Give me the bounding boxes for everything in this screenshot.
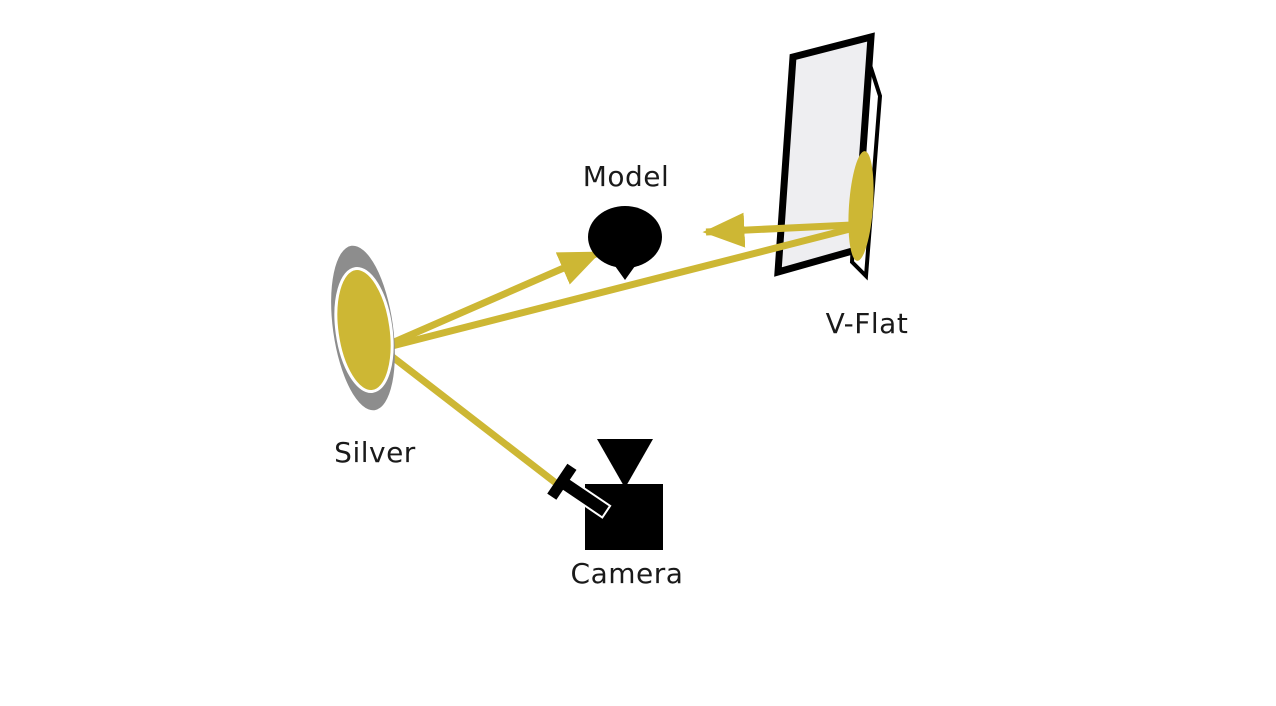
beam-silver-to-camera: [387, 352, 564, 490]
silver-reflector-disc-icon: [331, 245, 395, 411]
beam-vflat-to-model: [702, 212, 853, 248]
label-silver: Silver: [334, 436, 416, 469]
label-vflat: V-Flat: [826, 307, 909, 340]
model-head: [588, 206, 662, 268]
label-model: Model: [583, 160, 670, 193]
v-flat: [774, 32, 883, 281]
camera-viewfinder-icon: [597, 439, 653, 488]
light-beams: [387, 212, 853, 490]
v-flat-light-icon: [848, 151, 874, 261]
camera-body: [585, 484, 663, 550]
silver-reflector-face: [334, 266, 394, 394]
camera-lens-icon: [547, 463, 612, 519]
beam-silver-to-vflat: [391, 225, 851, 350]
beam-silver-to-model: [390, 249, 602, 347]
model-head-top-view-icon: [588, 206, 662, 280]
camera-top-view-icon: [547, 439, 663, 550]
label-camera: Camera: [571, 557, 684, 590]
model-nose: [615, 266, 635, 280]
